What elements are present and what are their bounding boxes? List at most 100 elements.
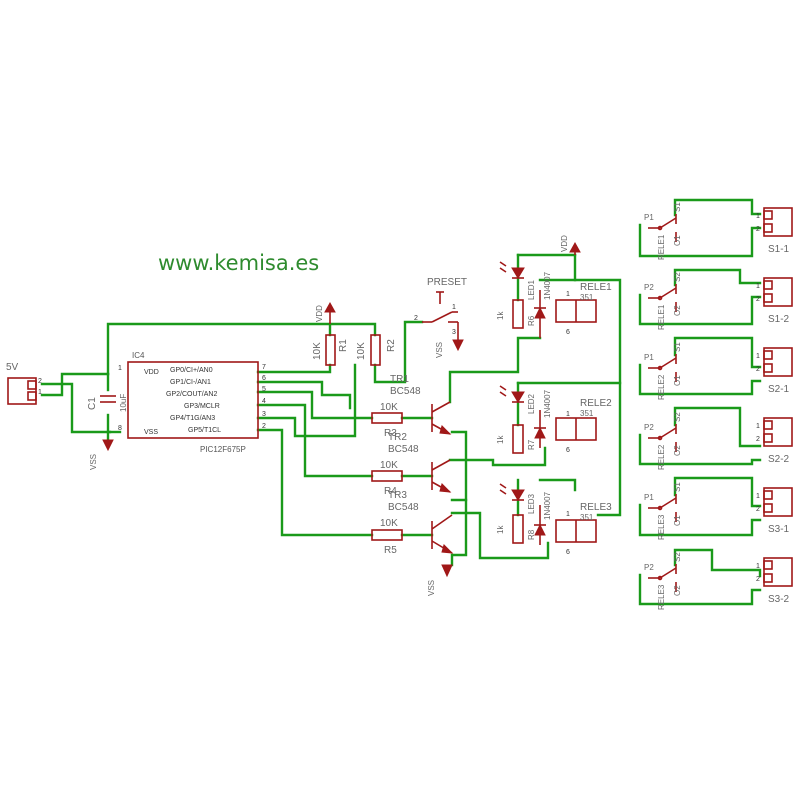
transistor-tr1: TR1 BC548 xyxy=(390,374,452,435)
wire-gp5 xyxy=(256,428,374,537)
connector-pin-2: 2 xyxy=(756,506,760,513)
svg-text:1: 1 xyxy=(566,411,570,418)
svg-text:10K: 10K xyxy=(380,402,398,413)
wire-contact-5 xyxy=(638,503,762,537)
wire-contact-6b xyxy=(673,548,762,578)
wire-contact-1 xyxy=(638,223,762,258)
wire-contact-3 xyxy=(638,363,762,396)
contact-o-label: O1 xyxy=(673,375,682,386)
led-resistor-3: 1k R8 xyxy=(496,514,536,544)
svg-text:GP4/T1G/AN3: GP4/T1G/AN3 xyxy=(170,415,215,422)
contact-connector xyxy=(763,487,793,517)
svg-text:10K: 10K xyxy=(356,342,367,360)
contact-relay-label: RELE1 xyxy=(657,304,666,330)
svg-text:4: 4 xyxy=(262,398,266,405)
svg-text:GP5/T1CL: GP5/T1CL xyxy=(188,427,221,434)
svg-text:351: 351 xyxy=(580,293,594,302)
svg-text:6: 6 xyxy=(262,375,266,382)
svg-text:1N4007: 1N4007 xyxy=(543,389,552,418)
vss-label-1: VSS xyxy=(89,454,98,470)
wire-gp4 xyxy=(256,363,357,438)
wire-contact-6 xyxy=(638,573,762,606)
ic-pic12f675: IC4 PIC12F675P 1 VDD 8 VSS 7 GP0/CI+/AN0… xyxy=(118,351,266,454)
wire-contact-5b xyxy=(673,476,762,508)
svg-text:2: 2 xyxy=(38,378,42,385)
svg-text:LED2: LED2 xyxy=(527,393,536,414)
contact-p-label: P2 xyxy=(644,283,654,292)
power-input-label: 5V xyxy=(6,362,19,373)
svg-text:1N4007: 1N4007 xyxy=(543,491,552,520)
wire-r2-preset xyxy=(373,320,424,384)
svg-text:6: 6 xyxy=(566,329,570,336)
svg-text:1: 1 xyxy=(118,365,122,372)
connector-label: S2-1 xyxy=(768,384,790,395)
connector-pin-1: 1 xyxy=(756,423,760,430)
connector-label: S2-2 xyxy=(768,454,790,465)
connector-label: S1-2 xyxy=(768,314,790,325)
relay-coil-1: RELE1 351 1 6 xyxy=(555,282,612,336)
svg-text:R7: R7 xyxy=(527,439,536,450)
svg-text:GP3/MCLR: GP3/MCLR xyxy=(184,403,220,410)
svg-text:R2: R2 xyxy=(386,339,397,352)
svg-text:10K: 10K xyxy=(312,342,323,360)
svg-text:3: 3 xyxy=(452,329,456,336)
preset-label: PRESET xyxy=(427,277,467,288)
connector-pin-1: 1 xyxy=(756,563,760,570)
svg-text:BC548: BC548 xyxy=(388,444,419,455)
contact-p-label: P2 xyxy=(644,423,654,432)
wire-vdd-top xyxy=(106,322,377,376)
contact-relay-label: RELE1 xyxy=(657,234,666,260)
wire-emitter-rail xyxy=(450,430,468,502)
contact-s-label: S2 xyxy=(673,552,682,562)
svg-text:BC548: BC548 xyxy=(388,502,419,513)
contact-relay-label: RELE2 xyxy=(657,444,666,470)
wire-relay-vdd xyxy=(573,253,622,517)
contact-p-label: P1 xyxy=(644,353,654,362)
channel-3: LED3 1k R8 1N4007 RELE3 351 1 6 xyxy=(496,483,612,556)
contact-p-label: P1 xyxy=(644,213,654,222)
svg-text:7: 7 xyxy=(262,364,266,371)
connector-pin-1: 1 xyxy=(756,353,760,360)
svg-text:GP1/CI-/AN1: GP1/CI-/AN1 xyxy=(170,379,211,386)
svg-text:6: 6 xyxy=(566,447,570,454)
connector-pin-2: 2 xyxy=(756,296,760,303)
capacitor-value: 10uF xyxy=(119,394,128,412)
contact-relay-label: RELE3 xyxy=(657,514,666,540)
wire-gp1 xyxy=(256,380,352,410)
led-resistor-1: 1k R6 xyxy=(496,299,536,329)
contact-connector xyxy=(763,347,793,377)
svg-text:TR3: TR3 xyxy=(388,490,407,501)
connector-pin-2: 2 xyxy=(756,576,760,583)
connector-pin-1: 1 xyxy=(756,283,760,290)
contact-o-label: O2 xyxy=(673,445,682,456)
led-1: LED1 xyxy=(499,261,536,300)
wire-c2 xyxy=(448,446,547,467)
wire-gp2 xyxy=(256,390,374,420)
power-connector: 5V 2 1 xyxy=(6,362,42,405)
svg-text:1: 1 xyxy=(452,304,456,311)
svg-text:TR2: TR2 xyxy=(388,432,407,443)
relay-coil-2: RELE2 351 1 6 xyxy=(555,398,612,454)
ic-name: IC4 xyxy=(132,351,145,360)
connector-pin-1: 1 xyxy=(756,493,760,500)
contact-o-label: O2 xyxy=(673,585,682,596)
channel-2: LED2 1k R7 1N4007 RELE2 351 1 6 xyxy=(496,385,612,454)
svg-text:BC548: BC548 xyxy=(390,386,421,397)
contact-s-label: S1 xyxy=(673,342,682,352)
contact-s-label: S2 xyxy=(673,412,682,422)
wire-vdd-main xyxy=(40,372,110,397)
svg-text:351: 351 xyxy=(580,409,594,418)
vdd-arrow-2: VDD xyxy=(560,235,581,255)
connector-pin-2: 2 xyxy=(756,436,760,443)
wires xyxy=(40,198,762,606)
wire-contact-4b xyxy=(673,406,762,448)
svg-text:R1: R1 xyxy=(338,339,349,352)
svg-text:10K: 10K xyxy=(380,518,398,529)
led-2: LED2 xyxy=(499,385,536,414)
wire-c1 xyxy=(448,336,542,404)
contact-connector xyxy=(763,277,793,307)
svg-text:TR1: TR1 xyxy=(390,374,409,385)
